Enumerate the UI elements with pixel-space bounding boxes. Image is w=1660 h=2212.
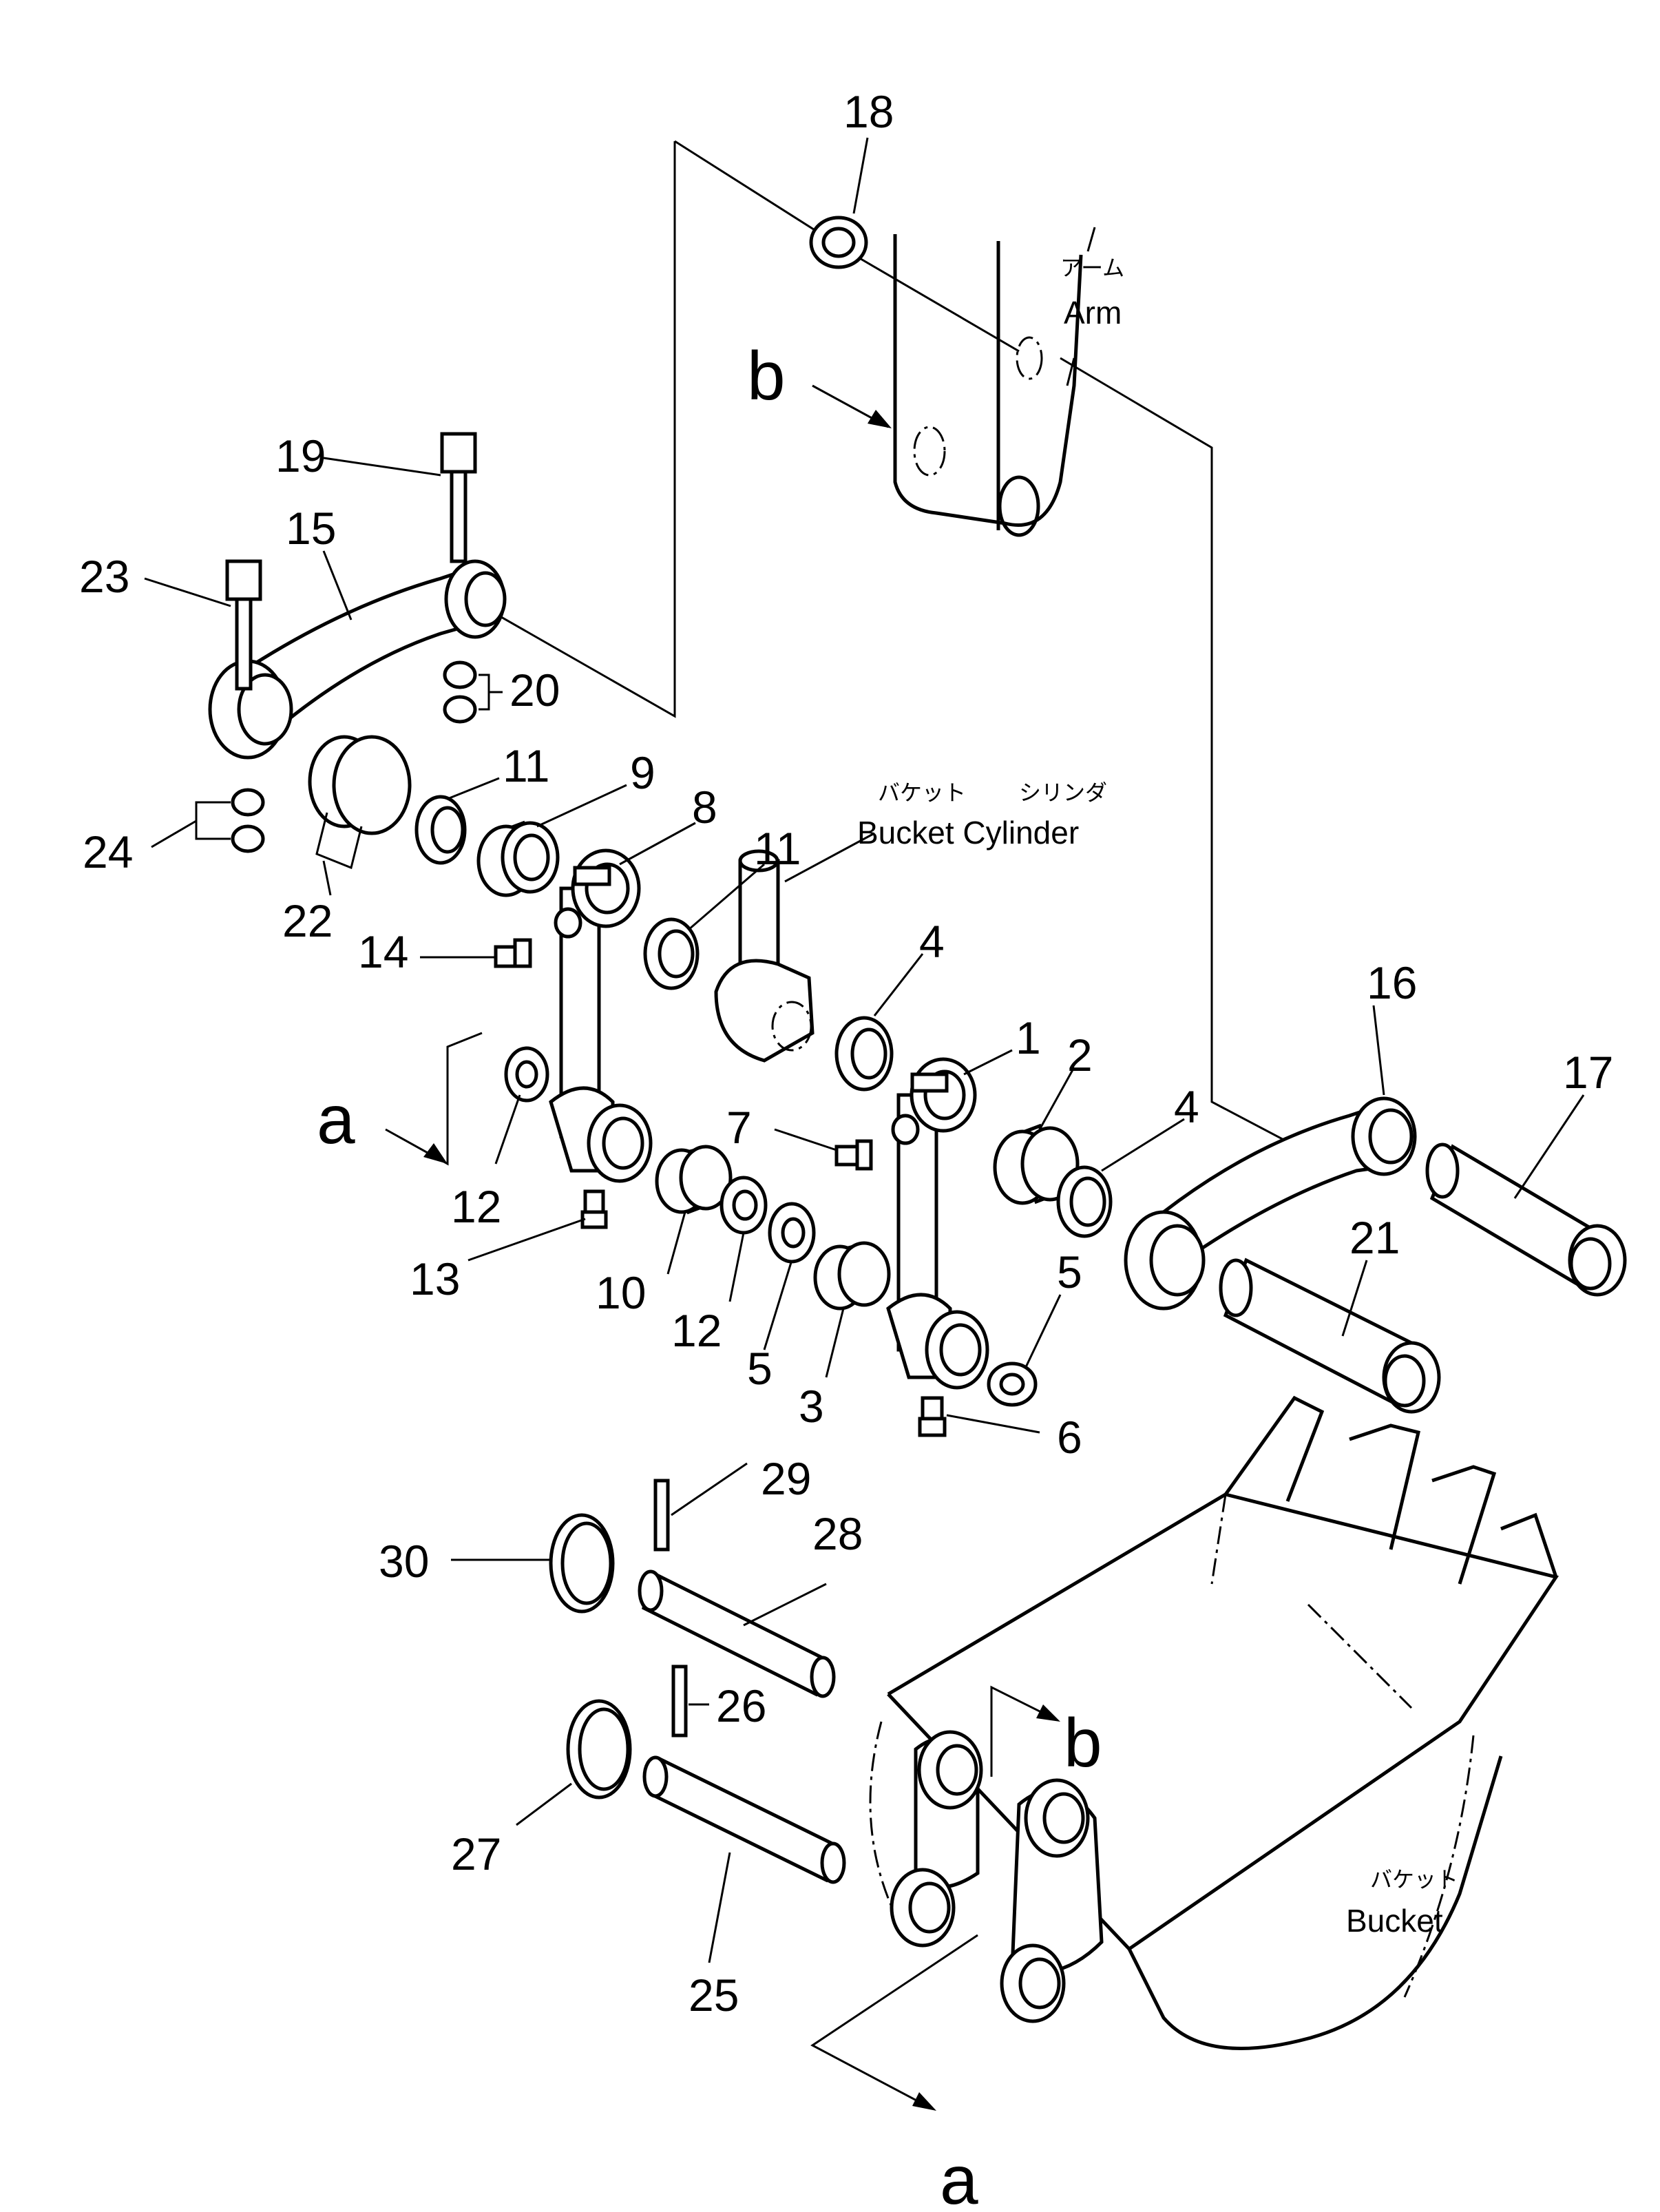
- snap-ring-30: [549, 1513, 615, 1614]
- bolt-19: [440, 432, 477, 563]
- bushing-10: [655, 1145, 733, 1215]
- shim-22: [308, 735, 412, 870]
- callout-19: 19: [275, 430, 326, 481]
- callout-17: 17: [1563, 1047, 1613, 1098]
- callout-8: 8: [692, 782, 717, 833]
- callout-16: 16: [1367, 957, 1417, 1008]
- bushing-3: [813, 1241, 891, 1311]
- ref-arrow-b-bottom: [990, 1685, 1060, 1777]
- callout-20: 20: [509, 665, 560, 716]
- arm-part: アーム Arm: [893, 227, 1124, 537]
- pin-25: [642, 1755, 846, 1884]
- ref-label-a-bottom: a: [940, 2142, 978, 2212]
- link-1: [886, 1057, 989, 1390]
- bearing-4-middle: [834, 1016, 894, 1092]
- callout-29: 29: [761, 1453, 811, 1504]
- callout-5-middle: 5: [747, 1343, 773, 1394]
- callout-11-middle: 11: [754, 823, 801, 874]
- bucket-cylinder-caption-jp-2: シリンダ: [1019, 780, 1107, 805]
- callout-23: 23: [79, 551, 129, 602]
- callout-5-right: 5: [1057, 1246, 1082, 1297]
- callout-26: 26: [716, 1680, 766, 1731]
- callout-22: 22: [282, 895, 333, 946]
- nuts-24: [231, 788, 265, 853]
- bucket-caption: Bucket: [1346, 1903, 1443, 1939]
- callout-18: 18: [843, 86, 894, 137]
- callout-21: 21: [1349, 1212, 1400, 1263]
- arm-caption: Arm: [1064, 295, 1122, 331]
- bearing-11-middle: [643, 917, 700, 990]
- bucket-part: バケット Bucket: [869, 1395, 1559, 2051]
- pin-28: [638, 1569, 836, 1698]
- bearing-11-left: [414, 795, 467, 865]
- pin-21: [1219, 1258, 1441, 1414]
- ref-label-b-bottom: b: [1064, 1704, 1102, 1782]
- link-15: [208, 559, 507, 760]
- ref-arrow-a-top: [385, 1032, 483, 1166]
- ref-arrow-a-bottom: [810, 1934, 978, 2111]
- callout-4-right: 4: [1174, 1081, 1199, 1132]
- callout-30: 30: [379, 1536, 429, 1587]
- callout-2: 2: [1067, 1030, 1093, 1081]
- bushing-9: [476, 820, 560, 897]
- ref-label-b-top: b: [747, 337, 786, 415]
- callout-24: 24: [83, 826, 133, 877]
- callout-9: 9: [630, 747, 655, 798]
- grease-fitting-13: [580, 1189, 608, 1229]
- seal-5-middle: [768, 1202, 816, 1264]
- callout-12-left: 12: [451, 1181, 501, 1232]
- bolt-23: [225, 559, 262, 691]
- alignment-lines: [481, 140, 1343, 1172]
- callout-28: 28: [812, 1508, 863, 1559]
- bucket-caption-jp: バケット: [1370, 1867, 1458, 1892]
- grease-fitting-14: [494, 938, 532, 968]
- arm-caption-jp: アーム: [1060, 255, 1124, 280]
- lock-pin-29: [653, 1479, 670, 1552]
- bearing-12-middle: [719, 1176, 768, 1235]
- snap-ring-27: [566, 1699, 632, 1799]
- washer-18: [809, 216, 868, 269]
- callout-6: 6: [1057, 1412, 1082, 1463]
- lock-pin-26: [671, 1665, 688, 1738]
- link-8: [549, 848, 653, 1183]
- bucket-cylinder-caption-jp-1: バケット: [878, 780, 966, 805]
- ref-label-a-top: a: [317, 1081, 355, 1158]
- callout-15: 15: [286, 503, 336, 554]
- callout-14: 14: [358, 926, 408, 977]
- callout-10: 10: [596, 1267, 646, 1318]
- callout-25: 25: [689, 1970, 739, 2021]
- callout-7: 7: [726, 1102, 752, 1153]
- leader-lines: [144, 137, 1585, 1963]
- bearing-4-right: [1056, 1165, 1113, 1238]
- bearing-12-left: [504, 1046, 549, 1103]
- grease-fitting-7: [834, 1139, 873, 1171]
- callout-11-left: 11: [503, 740, 550, 791]
- pin-17: [1425, 1142, 1627, 1297]
- callout-27: 27: [451, 1828, 501, 1879]
- grease-fitting-6: [918, 1396, 947, 1437]
- callouts: 18 19 15 23 20 24 22 11 9 8 11 14 a 12 1…: [79, 86, 1613, 2212]
- link-16: [1124, 1096, 1417, 1311]
- callout-1: 1: [1016, 1012, 1041, 1063]
- callout-13: 13: [410, 1253, 460, 1304]
- bucket-cylinder-rod-end: バケット シリンダ Bucket Cylinder: [714, 780, 1107, 1063]
- callout-12-middle: 12: [671, 1305, 722, 1356]
- bucket-cylinder-caption: Bucket Cylinder: [857, 815, 1079, 851]
- callout-4-middle: 4: [919, 916, 945, 967]
- seal-5-right: [987, 1361, 1038, 1407]
- nuts-20: [443, 660, 477, 724]
- ref-arrow-b-top: [812, 384, 892, 428]
- callout-3: 3: [799, 1381, 824, 1432]
